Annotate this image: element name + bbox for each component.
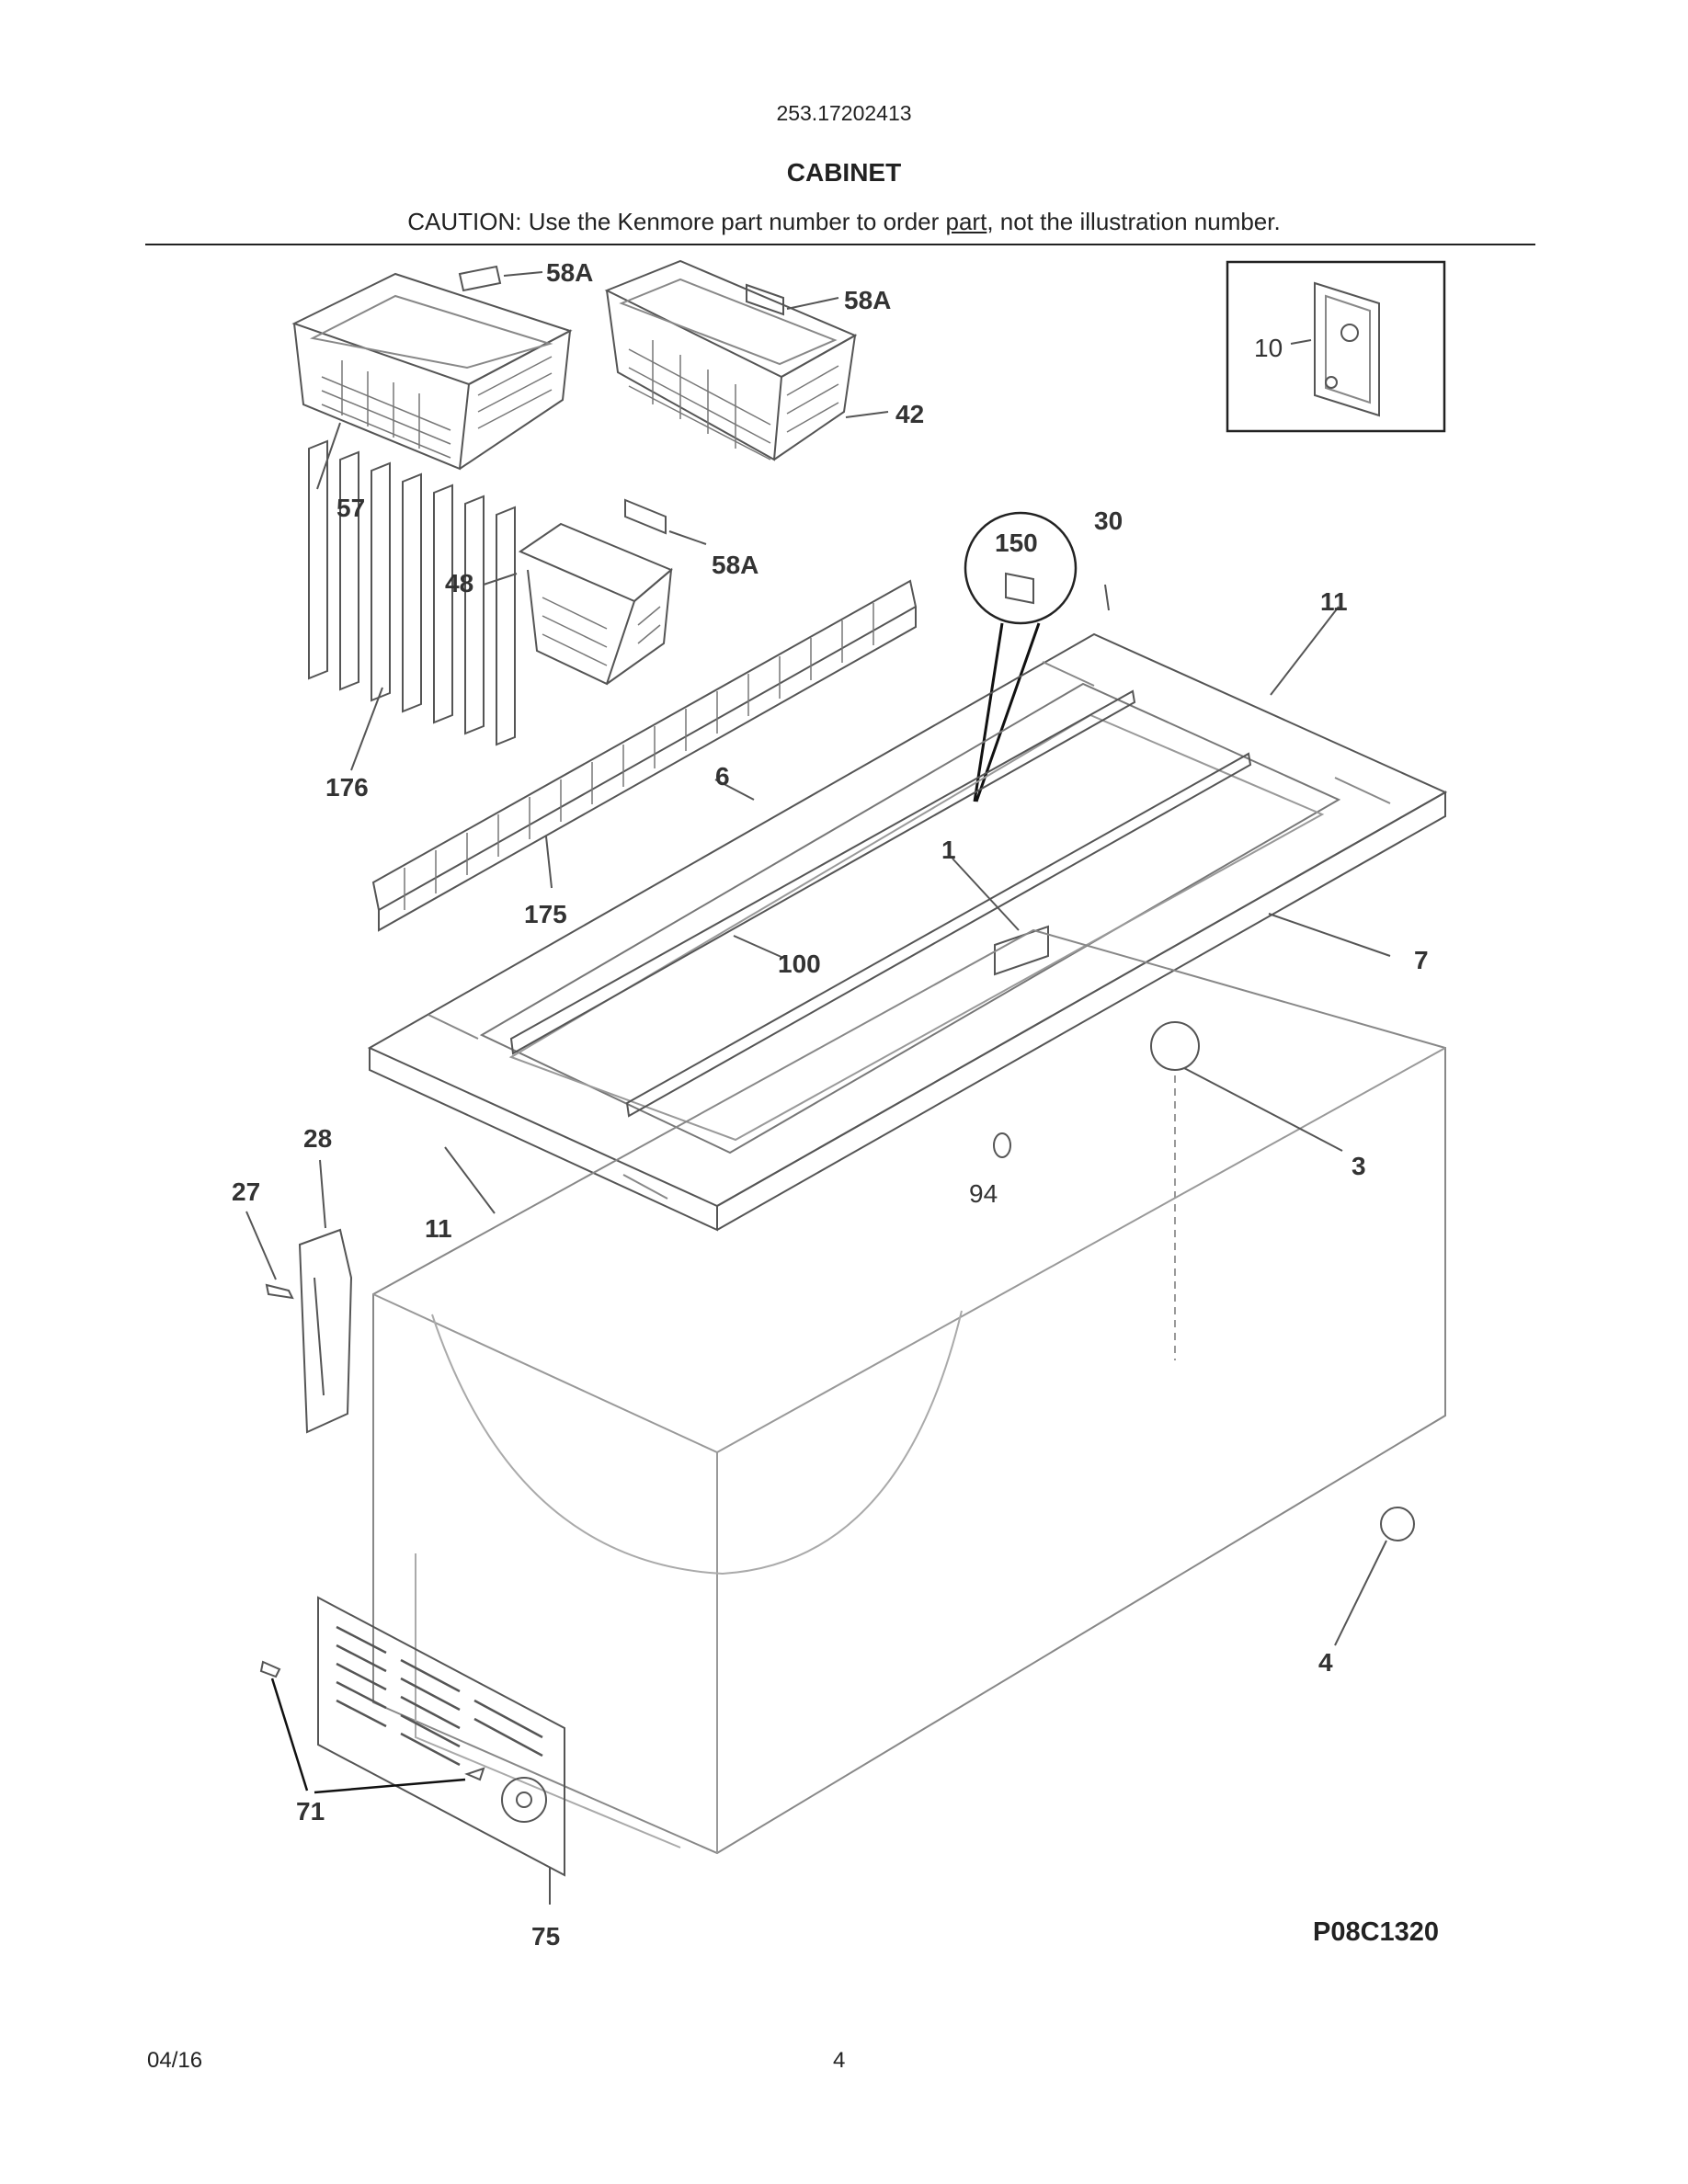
leader-28 xyxy=(319,1159,326,1229)
callout-176: 176 xyxy=(325,773,369,802)
callout-27: 27 xyxy=(232,1177,260,1206)
header-divider xyxy=(145,244,1535,245)
callout-7: 7 xyxy=(1414,946,1429,974)
leader-57 xyxy=(316,422,341,490)
divider-tag-58a-3 xyxy=(624,498,707,545)
callout-10: 10 xyxy=(1254,334,1283,362)
leader-27 xyxy=(245,1211,277,1280)
divider-tag-58a-1 xyxy=(458,265,543,292)
screw-71b xyxy=(464,1767,485,1781)
plug-94 xyxy=(993,1132,1011,1158)
callout-150: 150 xyxy=(995,529,1038,557)
leader-11-bottom xyxy=(444,1146,496,1214)
callout-6: 6 xyxy=(715,762,730,791)
leader-4 xyxy=(1334,1540,1387,1646)
divider-tag-58a-2 xyxy=(746,283,839,316)
inset-frame xyxy=(1226,260,1446,433)
leader-30 xyxy=(1104,584,1110,611)
callout-58a-3: 58A xyxy=(712,551,758,579)
callout-30: 30 xyxy=(1094,506,1123,535)
leader-100 xyxy=(733,935,784,959)
callout-11-bottom: 11 xyxy=(425,1214,452,1243)
leader-1 xyxy=(952,858,1020,931)
leader-176 xyxy=(350,687,383,771)
callout-71: 71 xyxy=(296,1797,325,1826)
callout-4: 4 xyxy=(1318,1648,1333,1677)
callout-28: 28 xyxy=(303,1124,332,1153)
drain-cap-3 xyxy=(1150,1021,1200,1071)
callout-3: 3 xyxy=(1352,1152,1366,1180)
switch-1 xyxy=(994,925,1049,976)
leader-42 xyxy=(845,411,889,418)
control-10 xyxy=(1314,281,1380,417)
callout-1: 1 xyxy=(941,836,956,864)
basket-57 xyxy=(291,272,573,471)
callout-bubble-150 xyxy=(964,511,1078,625)
page-number: 4 xyxy=(833,2048,846,2073)
caution-suffix: , not the illustration number. xyxy=(987,208,1281,235)
section-title: CABINET xyxy=(786,158,902,187)
leader-10 xyxy=(1290,339,1312,345)
callout-42: 42 xyxy=(895,400,924,428)
drain-plug-4 xyxy=(1380,1507,1415,1541)
leader-175 xyxy=(545,836,553,889)
dividers-176 xyxy=(308,439,516,746)
caution-prefix: CAUTION: Use the Kenmore part number to … xyxy=(407,208,946,235)
revision-date: 04/16 xyxy=(147,2048,203,2073)
model-number: 253.17202413 xyxy=(776,101,912,125)
callout-100: 100 xyxy=(778,950,821,978)
callout-11-top: 11 xyxy=(1320,587,1348,616)
grille-75 xyxy=(317,1596,565,1877)
screw-71a xyxy=(259,1660,281,1678)
screw-27 xyxy=(265,1283,294,1300)
callout-94: 94 xyxy=(969,1179,998,1208)
callout-58a-1: 58A xyxy=(546,258,593,287)
callout-175: 175 xyxy=(524,900,567,928)
leader-3 xyxy=(1183,1067,1343,1152)
leader-7 xyxy=(1268,913,1391,957)
leader-11-top xyxy=(1270,606,1340,696)
callout-58a-2: 58A xyxy=(844,286,891,314)
callout-57: 57 xyxy=(336,494,365,522)
hinge-28 xyxy=(298,1228,353,1434)
leader-6 xyxy=(714,779,755,801)
cabinet-body xyxy=(372,928,1446,1855)
basket-48 xyxy=(518,522,673,686)
hinge-channel-100 xyxy=(509,689,1252,1118)
figure-code: P08C1320 xyxy=(1313,1917,1440,1947)
callout-75: 75 xyxy=(531,1922,560,1951)
caution-note: CAUTION: Use the Kenmore part number to … xyxy=(0,208,1688,236)
dividers-175 xyxy=(371,579,918,932)
part-150 xyxy=(1005,572,1034,605)
basket-42 xyxy=(604,259,858,461)
lid-frame xyxy=(367,632,1448,1232)
leader-48 xyxy=(483,573,518,586)
caution-part-link: part xyxy=(945,208,987,235)
callout-48: 48 xyxy=(445,569,473,597)
leader-71 xyxy=(270,1678,466,1794)
